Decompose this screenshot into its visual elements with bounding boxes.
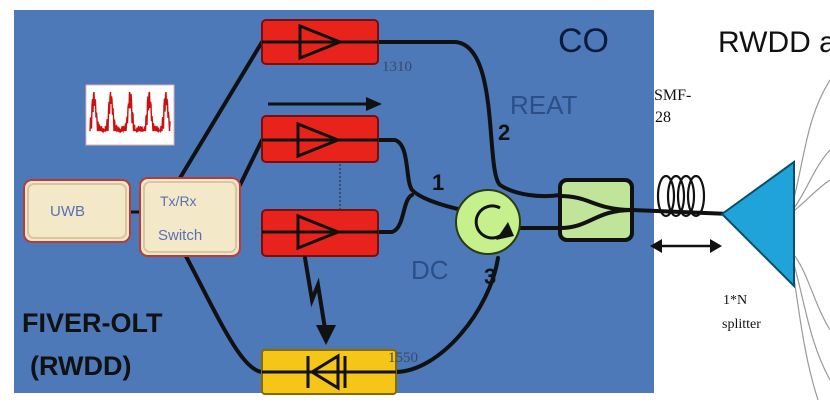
amplifier-upper [261, 19, 379, 65]
amplifier-middle [261, 115, 379, 163]
fiber-label-line2: 28 [655, 109, 671, 126]
port-3-label: 3 [484, 264, 496, 289]
dc-label: DC [411, 255, 449, 285]
circulator [455, 189, 521, 255]
switch-label-line2: Switch [158, 227, 202, 244]
amplifier-triangle-icon [296, 213, 343, 251]
splitter-triangle-icon [720, 160, 795, 289]
circulator-icon [474, 204, 514, 240]
amplifier-lower [261, 209, 379, 257]
spectrum-thumbnail-icon [85, 84, 175, 146]
page-title: RWDD a [718, 26, 830, 59]
amplifier-triangle-icon [298, 23, 345, 61]
direction-arrow-icon [268, 97, 382, 111]
fiber-connections [178, 40, 732, 374]
bidirectional-arrow-icon [650, 239, 722, 253]
wdm-combiner [558, 178, 634, 242]
uwb-label: UWB [50, 203, 85, 220]
wavelength-upper-label: 1310 [382, 59, 412, 75]
olt-title-line1: FIVER-OLT [22, 308, 163, 338]
signal-arrow-icon [303, 256, 336, 345]
splitter-output-fibers [789, 79, 830, 401]
wavelength-lower-label: 1550 [388, 350, 418, 366]
fiber-label-line1: SMF- [654, 87, 691, 104]
port-2-label: 2 [498, 120, 510, 145]
amplifier-triangle-icon [296, 121, 343, 159]
port-1-label: 1 [432, 170, 444, 195]
switch-label-line1: Tx/Rx [160, 193, 197, 209]
olt-title-line2: (RWDD) [30, 351, 131, 381]
txrx-switch-module [139, 177, 241, 257]
receiver-photodiode [261, 349, 397, 395]
fiber-coil-icon [656, 174, 706, 218]
uwb-module [23, 179, 131, 243]
photodiode-icon [306, 353, 347, 391]
splitter-label-line1: 1*N [723, 293, 747, 308]
splitter-label-line2: splitter [722, 317, 761, 332]
co-label: CO [558, 22, 609, 60]
reat-label: REAT [510, 90, 578, 120]
